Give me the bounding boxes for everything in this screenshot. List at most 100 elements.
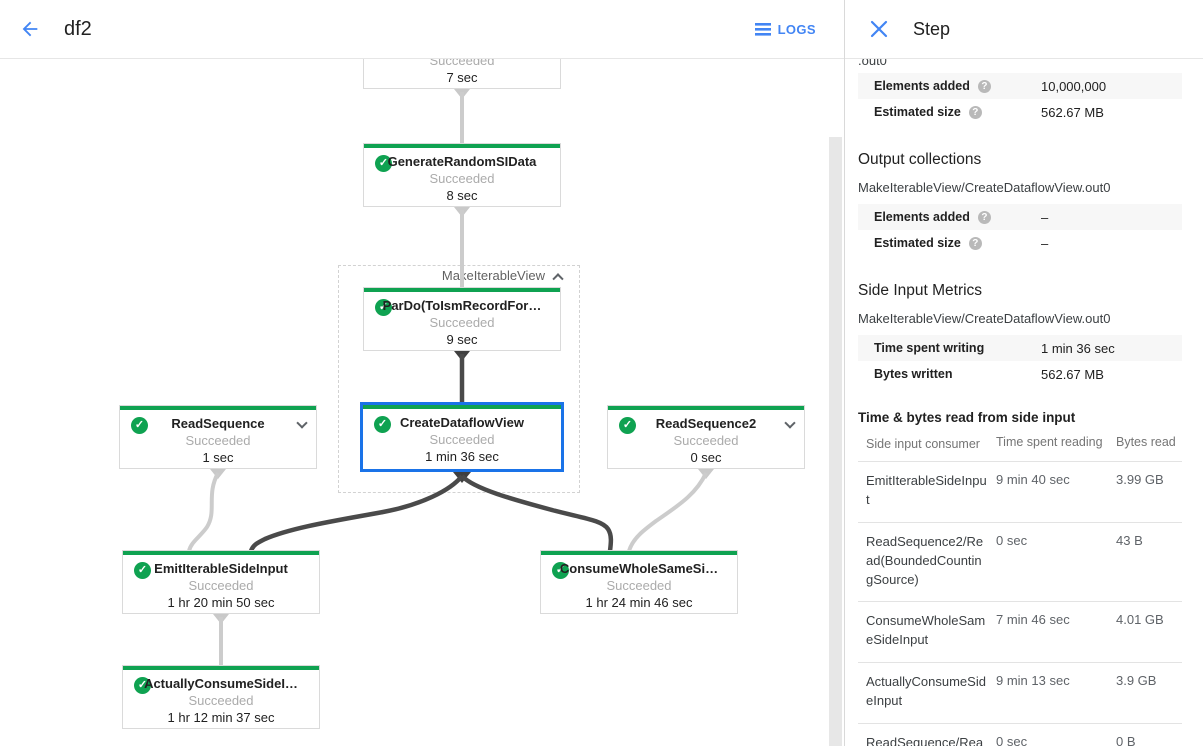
side-input-metrics-heading: Side Input Metrics [858, 282, 983, 299]
pipeline-graph-canvas[interactable]: MakeIterableView ✓ Su [0, 59, 844, 746]
clipped-collection-name: .out0 [858, 59, 887, 68]
metric-value: 10,000,000 [1041, 78, 1107, 94]
node-duration: 7 sec [446, 70, 478, 85]
time-cell: 9 min 40 sec [996, 472, 1070, 488]
time-cell: 0 sec [996, 733, 1028, 746]
node-status: Succeeded [606, 578, 672, 593]
metric-row: Elements added ? 10,000,000 [858, 73, 1182, 99]
graph-node-generaterandomsidata[interactable]: ✓ GenerateRandomSIData Succeeded 8 sec [363, 143, 561, 207]
help-icon[interactable]: ? [977, 210, 991, 224]
time-cell: 0 sec [996, 532, 1028, 548]
help-icon[interactable]: ? [968, 105, 982, 119]
table-row: ActuallyConsumeSideInput 9 min 13 sec 3.… [858, 663, 1182, 724]
graph-node-readsequence[interactable]: ✓ ReadSequence Succeeded 1 sec [119, 405, 317, 469]
metric-label: Estimated size [874, 236, 961, 250]
panel-header: Step [845, 0, 1203, 59]
metric-label: Estimated size [874, 105, 961, 119]
input-metrics-table: Elements added ? 10,000,000 Estimated si… [858, 73, 1182, 125]
node-duration: 1 min 36 sec [425, 449, 499, 464]
metric-label: Time spent writing [874, 341, 985, 355]
node-duration: 8 sec [446, 188, 478, 203]
help-icon[interactable]: ? [968, 236, 982, 250]
node-status-bar [541, 551, 737, 555]
metric-row: Estimated size ? 562.67 MB [858, 99, 1182, 125]
node-title: GenerateRandomSIData [387, 154, 537, 169]
check-circle-icon: ✓ [552, 562, 569, 579]
consumer-cell: EmitIterableSideInput [866, 473, 987, 507]
node-title: ReadSequence2 [655, 416, 757, 431]
bytes-cell: 4.01 GB [1116, 612, 1164, 628]
column-header: Side input consumer [866, 437, 980, 451]
node-status-bar [123, 666, 319, 670]
table-row: ReadSequence/Read(BoundedCountingSource)… [858, 724, 1182, 746]
node-title: ReadSequence [171, 416, 265, 431]
node-status: Succeeded [673, 433, 739, 448]
top-toolbar: df2 LOGS [0, 0, 844, 59]
node-title: ActuallyConsumeSideI… [144, 676, 298, 691]
close-icon[interactable] [869, 19, 889, 39]
metric-value: 562.67 MB [1041, 366, 1104, 382]
node-duration: 1 hr 12 min 37 sec [167, 710, 275, 725]
node-title: ParDo(ToIsmRecordFor… [382, 298, 542, 313]
node-status-bar [120, 406, 316, 410]
help-icon[interactable]: ? [977, 79, 991, 93]
check-circle-icon: ✓ [375, 299, 392, 316]
metric-row: Estimated size ? – [858, 230, 1182, 256]
output-metrics-table: Elements added ? – Estimated size ? – [858, 204, 1182, 256]
bytes-cell: 3.99 GB [1116, 472, 1164, 488]
read-table-heading: Time & bytes read from side input [858, 410, 1076, 425]
node-duration: 1 sec [202, 450, 234, 465]
graph-node-readsequence2[interactable]: ✓ ReadSequence2 Succeeded 0 sec [607, 405, 805, 469]
logs-button[interactable]: LOGS [754, 21, 816, 37]
column-header: Bytes read [1116, 435, 1176, 449]
metric-row: Time spent writing 1 min 36 sec [858, 335, 1182, 361]
graph-node-emititerablesideinput[interactable]: ✓ EmitIterableSideInput Succeeded 1 hr 2… [122, 550, 320, 614]
check-circle-icon: ✓ [375, 155, 392, 172]
node-duration: 0 sec [690, 450, 722, 465]
node-status: Succeeded [429, 59, 495, 68]
panel-content: .out0 Elements added ? 10,000,000 Estima… [845, 59, 1203, 746]
check-circle-icon: ✓ [134, 562, 151, 579]
check-circle-icon: ✓ [619, 417, 636, 434]
graph-node-consumewholesamesideinput[interactable]: ✓ ConsumeWholeSameSi… Succeeded 1 hr 24 … [540, 550, 738, 614]
metric-label: Elements added [874, 79, 970, 93]
metric-value: – [1041, 235, 1049, 251]
check-circle-icon: ✓ [374, 416, 391, 433]
back-arrow-icon[interactable] [18, 17, 42, 41]
node-status-bar [608, 406, 804, 410]
check-circle-icon: ✓ [131, 417, 148, 434]
side-input-collection-name: MakeIterableView/CreateDataflowView.out0 [858, 311, 1111, 326]
graph-node-actuallyconsumesideinput[interactable]: ✓ ActuallyConsumeSideI… Succeeded 1 hr 1… [122, 665, 320, 729]
table-row: EmitIterableSideInput 9 min 40 sec 3.99 … [858, 462, 1182, 523]
consumer-cell: ConsumeWholeSameSideInput [866, 613, 986, 648]
metric-label: Elements added [874, 210, 970, 224]
output-collections-heading: Output collections [858, 151, 982, 168]
output-collection-name: MakeIterableView/CreateDataflowView.out0 [858, 180, 1111, 195]
group-label: MakeIterableView [441, 268, 545, 283]
logs-list-icon [754, 22, 771, 36]
group-header[interactable]: MakeIterableView [338, 268, 574, 284]
bytes-cell: 43 B [1116, 532, 1143, 548]
graph-node-clipped[interactable]: ✓ Succeeded 7 sec [363, 59, 561, 89]
side-input-metrics-table: Time spent writing 1 min 36 sec Bytes wr… [858, 335, 1182, 387]
time-cell: 7 min 46 sec [996, 612, 1070, 628]
node-title: EmitIterableSideInput [154, 561, 288, 576]
metric-value: 562.67 MB [1041, 104, 1104, 120]
metric-row: Elements added ? – [858, 204, 1182, 230]
node-duration: 9 sec [446, 332, 478, 347]
node-title: CreateDataflowView [399, 415, 525, 430]
metric-value: – [1041, 209, 1049, 225]
makeiterableview-group-box [338, 265, 580, 493]
graph-edges [187, 89, 714, 665]
graph-node-createdataflowview-selected[interactable]: ✓ CreateDataflowView Succeeded 1 min 36 … [360, 402, 564, 472]
logs-button-label: LOGS [777, 21, 816, 37]
table-row: ConsumeWholeSameSideInput 7 min 46 sec 4… [858, 602, 1182, 664]
graph-vertical-scrollbar[interactable] [829, 137, 842, 746]
side-input-read-table: Side input consumer Time spent reading B… [858, 429, 1182, 746]
bytes-cell: 3.9 GB [1116, 673, 1157, 689]
table-header-row: Side input consumer Time spent reading B… [858, 429, 1182, 463]
graph-node-pardo-toismrecord[interactable]: ✓ ParDo(ToIsmRecordFor… Succeeded 9 sec [363, 287, 561, 351]
node-duration: 1 hr 20 min 50 sec [167, 595, 275, 610]
node-duration: 1 hr 24 min 46 sec [585, 595, 693, 610]
step-details-panel: Step .out0 Elements added ? 10,000,000 E… [844, 0, 1203, 746]
